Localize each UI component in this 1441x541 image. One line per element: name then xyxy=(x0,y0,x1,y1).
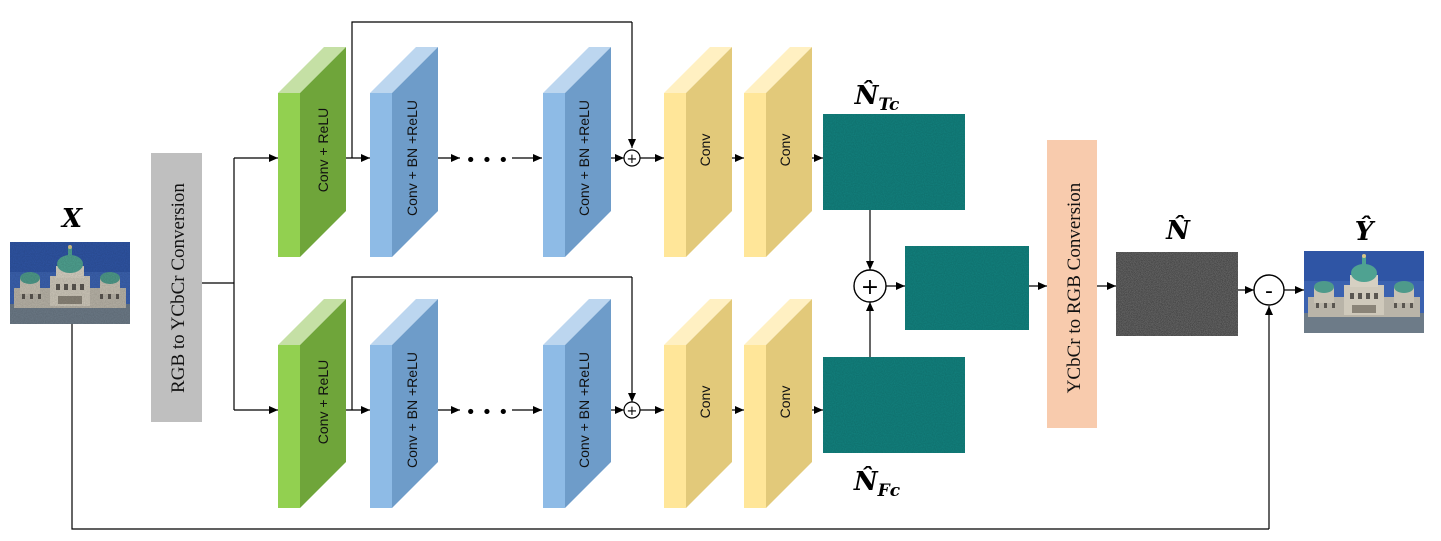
conv-relu-block-bottom: Conv + ReLU xyxy=(278,299,346,508)
conv-label-top-2: Conv xyxy=(777,134,793,167)
add-symbol-combine: + xyxy=(861,275,879,300)
noise-fc-label: N̂Fc xyxy=(853,466,901,501)
combined-noise-map xyxy=(905,246,1029,330)
ycbcr-to-rgb-label: YCbCr to RGB Conversion xyxy=(1064,182,1085,393)
ellipsis-bottom: • • • xyxy=(465,402,508,423)
conv-relu-label-top: Conv + ReLU xyxy=(315,108,331,192)
conv-block-bottom-2: Conv xyxy=(744,299,812,508)
input-image xyxy=(10,242,130,324)
conv-label-top-1: Conv xyxy=(697,134,713,167)
rgb-to-ycbcr-block: RGB to YCbCr Conversion xyxy=(151,153,202,422)
noise-tc-label: N̂Tc xyxy=(854,80,900,115)
conv-bn-relu-label-bottom-1: Conv + BN +ReLU xyxy=(404,352,420,468)
conv-relu-block-top: Conv + ReLU xyxy=(278,47,346,257)
conv-relu-label-bottom: Conv + ReLU xyxy=(315,360,331,444)
add-symbol-bottom: + xyxy=(627,404,638,419)
conv-label-bottom-1: Conv xyxy=(697,386,713,419)
input-label: X xyxy=(60,204,84,234)
add-symbol-top: + xyxy=(627,152,638,167)
conv-bn-relu-block-top-n: Conv + BN +ReLU xyxy=(543,47,611,257)
conv-bn-relu-label-bottom-n: Conv + BN +ReLU xyxy=(576,352,592,468)
output-image xyxy=(1304,251,1424,333)
bottom-branch: Conv + ReLU Conv + BN +ReLU • • • Conv +… xyxy=(278,276,823,508)
conv-bn-relu-block-bottom-n: Conv + BN +ReLU xyxy=(543,299,611,508)
ycbcr-to-rgb-block: YCbCr to RGB Conversion xyxy=(1047,140,1097,428)
conv-bn-relu-label-top-n: Conv + BN +ReLU xyxy=(576,100,592,216)
noise-map xyxy=(1116,252,1238,336)
subtract-symbol: - xyxy=(1265,279,1273,304)
conv-block-top-2: Conv xyxy=(744,47,812,257)
conv-bn-relu-label-top-1: Conv + BN +ReLU xyxy=(404,100,420,216)
rgb-to-ycbcr-label: RGB to YCbCr Conversion xyxy=(168,183,189,393)
ellipsis-top: • • • xyxy=(465,150,508,171)
conv-bn-relu-block-bottom-1: Conv + BN +ReLU xyxy=(370,299,438,508)
noise-tc-map xyxy=(823,114,965,210)
conv-label-bottom-2: Conv xyxy=(777,386,793,419)
output-label: Ŷ xyxy=(1355,215,1376,247)
conv-block-bottom-1: Conv xyxy=(664,299,732,508)
noise-label: N̂ xyxy=(1165,215,1191,246)
noise-fc-map xyxy=(823,357,965,453)
conv-bn-relu-block-top-1: Conv + BN +ReLU xyxy=(370,47,438,257)
conv-block-top-1: Conv xyxy=(664,47,732,257)
top-branch: Conv + ReLU Conv + BN +ReLU • • • Conv +… xyxy=(278,21,823,257)
